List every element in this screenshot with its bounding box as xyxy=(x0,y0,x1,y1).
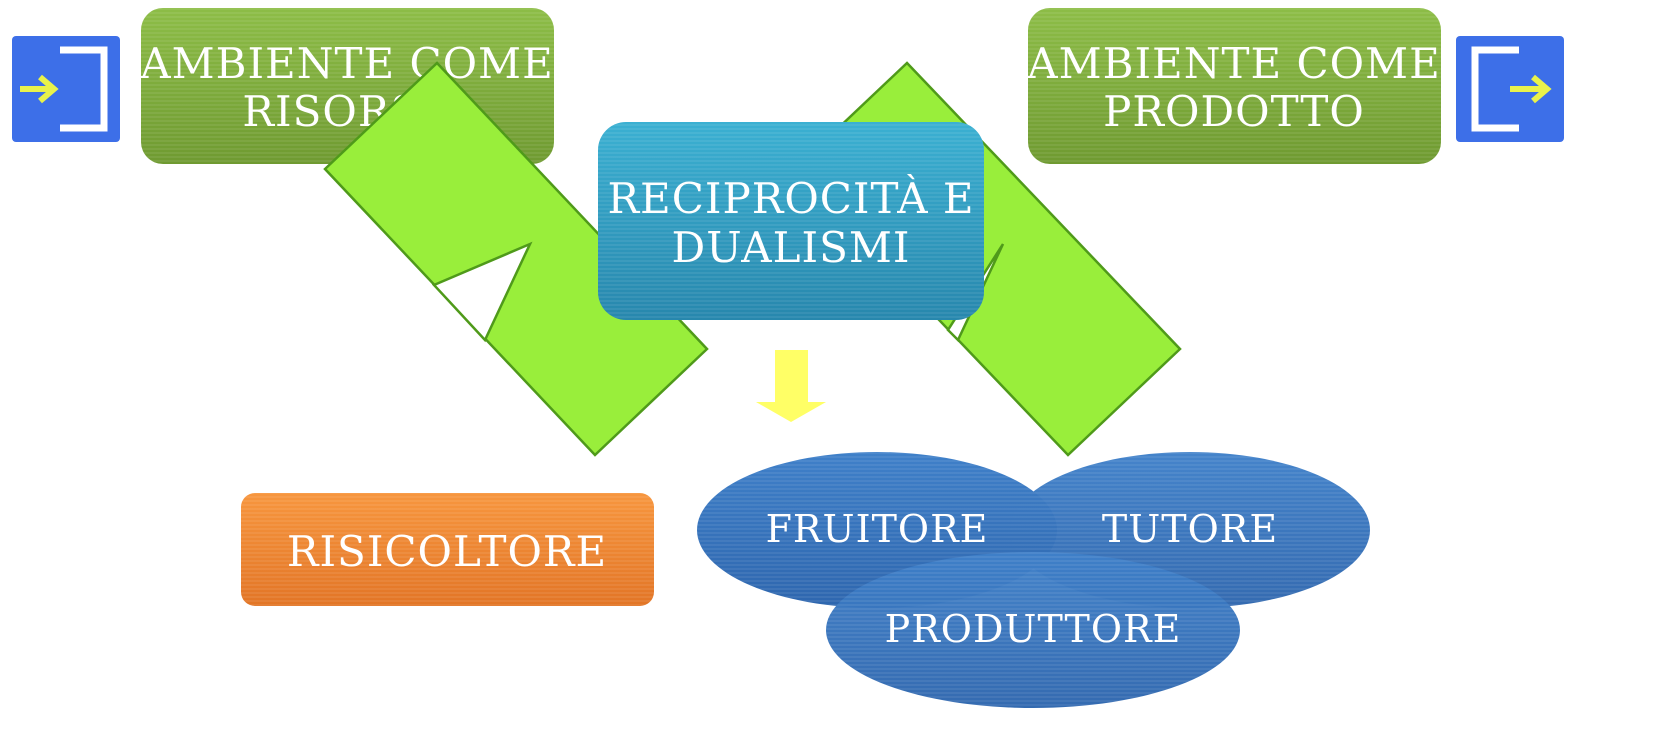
box-risicoltore: Risicoltore xyxy=(241,493,654,606)
box-ambiente-prodotto: Ambiente come prodotto xyxy=(1026,8,1441,164)
enter-icon xyxy=(20,46,108,132)
ellipse-fruitore-label: Fruitore xyxy=(766,507,989,551)
ellipse-produttore-label: Produttore xyxy=(885,607,1182,651)
ellipse-tutore-label: Tutore xyxy=(1102,507,1278,551)
box-reciprocita-line2: dualismi xyxy=(672,223,911,272)
box-ambiente-prodotto-line1: Ambiente come xyxy=(1026,39,1440,88)
box-ambiente-prodotto-line2: prodotto xyxy=(1103,87,1365,136)
venn-diagram: Fruitore Tutore Produttore xyxy=(697,452,1370,708)
box-risicoltore-label: Risicoltore xyxy=(287,527,607,576)
box-reciprocita: Reciprocità e dualismi xyxy=(598,122,984,320)
box-ambiente-risorsa-line1: Ambiente come xyxy=(139,39,553,88)
down-arrow xyxy=(756,350,826,422)
exit-button[interactable] xyxy=(1456,36,1564,142)
box-reciprocita-line1: Reciprocità e xyxy=(607,173,974,223)
exit-icon xyxy=(1471,46,1552,132)
enter-button[interactable] xyxy=(12,36,120,142)
ellipse-produttore xyxy=(826,552,1240,708)
